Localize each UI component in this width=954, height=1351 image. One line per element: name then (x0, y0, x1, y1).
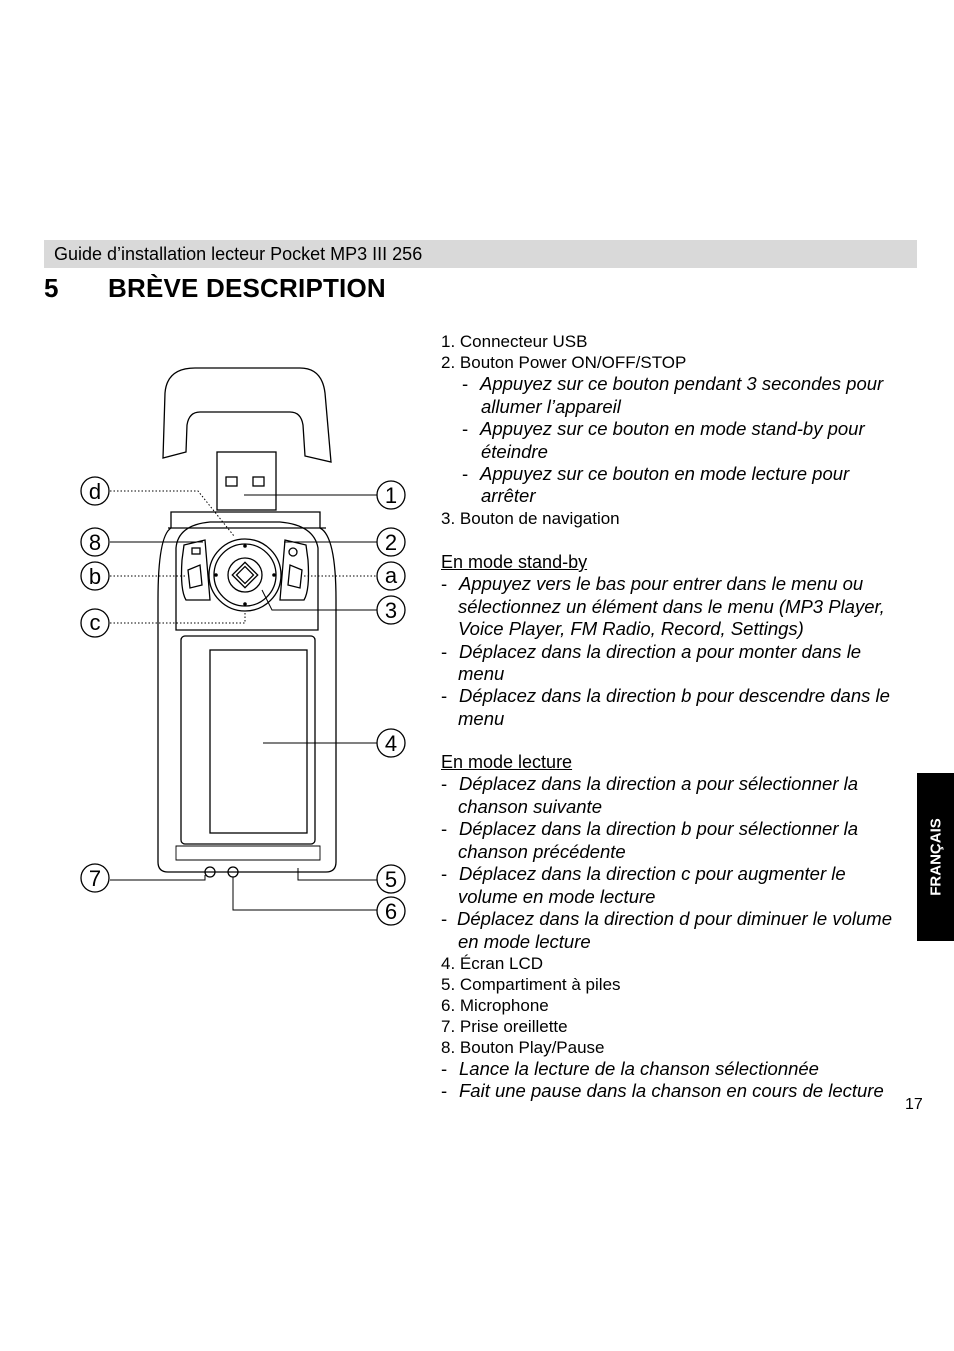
item-8-bullet-1: -Lance la lecture de la chanson sélectio… (441, 1058, 819, 1079)
play-bullet-3-cont: volume en mode lecture (458, 886, 656, 907)
item-8: 8. Bouton Play/Pause (441, 1038, 605, 1057)
item-2-bullet-2-cont: éteindre (481, 441, 548, 462)
standby-bullet-3-cont: menu (458, 708, 505, 729)
page-number: 17 (905, 1096, 923, 1113)
callout-b: b (89, 564, 101, 589)
item-2-bullet-2: -Appuyez sur ce bouton en mode stand-by … (462, 418, 865, 439)
callout-3: 3 (385, 598, 397, 623)
section-title: BRÈVE DESCRIPTION (108, 273, 386, 303)
standby-bullet-1-cont-1: sélectionnez un élément dans le menu (MP… (458, 596, 885, 617)
play-bullet-2-cont: chanson précédente (458, 841, 626, 862)
callout-5: 5 (385, 867, 397, 892)
callout-a: a (385, 563, 398, 588)
section-heading: 5 BRÈVE DESCRIPTION (44, 273, 386, 304)
callout-4: 4 (385, 731, 397, 756)
section-number: 5 (44, 273, 59, 303)
item-4: 4. Écran LCD (441, 954, 544, 973)
play-bullet-2: -Déplacez dans la direction b pour sélec… (441, 818, 859, 839)
lcd-frame (180, 635, 316, 845)
play-bullet-1-cont: chanson suivante (458, 796, 602, 817)
callout-7: 7 (89, 866, 101, 891)
play-bullet-3: -Déplacez dans la direction c pour augme… (441, 863, 846, 884)
standby-bullet-1: -Appuyez vers le bas pour entrer dans le… (441, 573, 864, 594)
language-tab-label: FRANÇAIS (927, 818, 944, 896)
item-3: 3. Bouton de navigation (441, 509, 620, 528)
standby-heading: En mode stand-by (441, 552, 588, 572)
standby-bullet-2: -Déplacez dans la direction a pour monte… (441, 641, 862, 662)
earphone-jack (204, 866, 216, 878)
device-diagram: d 8 b c 7 1 2 a 3 4 5 6 (80, 367, 406, 926)
item-2-bullet-3-cont: arrêter (481, 485, 536, 506)
callout-6: 6 (385, 899, 397, 924)
callout-d: d (89, 479, 101, 504)
callout-c: c (90, 610, 101, 635)
callout-8: 8 (89, 530, 101, 555)
standby-bullet-2-cont: menu (458, 663, 505, 684)
item-5: 5. Compartiment à piles (441, 975, 621, 994)
device-body (157, 511, 337, 873)
item-7: 7. Prise oreillette (441, 1017, 568, 1036)
device-cap (162, 367, 332, 463)
nav-ring (208, 538, 282, 612)
header-bar: Guide d’installation lecteur Pocket MP3 … (44, 240, 917, 268)
item-1: 1. Connecteur USB (441, 332, 588, 351)
item-8-bullet-2: -Fait une pause dans la chanson en cours… (441, 1080, 884, 1101)
lcd-screen (209, 649, 308, 834)
language-tab: FRANÇAIS (917, 773, 954, 941)
item-6: 6. Microphone (441, 996, 549, 1015)
play-bullet-1: -Déplacez dans la direction a pour sélec… (441, 773, 859, 794)
item-2: 2. Bouton Power ON/OFF/STOP (441, 353, 687, 372)
standby-bullet-3: -Déplacez dans la direction b pour desce… (441, 685, 890, 706)
usb-connector (216, 451, 277, 511)
item-2-bullet-1: -Appuyez sur ce bouton pendant 3 seconde… (462, 373, 884, 394)
play-bullet-4-cont: en mode lecture (458, 931, 591, 952)
standby-bullet-1-cont-2: Voice Player, FM Radio, Record, Settings… (458, 618, 804, 639)
item-2-bullet-1-cont: allumer l’appareil (481, 396, 621, 417)
item-2-bullet-3: -Appuyez sur ce bouton en mode lecture p… (462, 463, 850, 484)
callout-2: 2 (385, 530, 397, 555)
play-bullet-4: -Déplacez dans la direction d pour dimin… (441, 908, 892, 929)
play-heading: En mode lecture (441, 752, 573, 772)
header-title: Guide d’installation lecteur Pocket MP3 … (54, 244, 423, 264)
callout-1: 1 (385, 483, 397, 508)
